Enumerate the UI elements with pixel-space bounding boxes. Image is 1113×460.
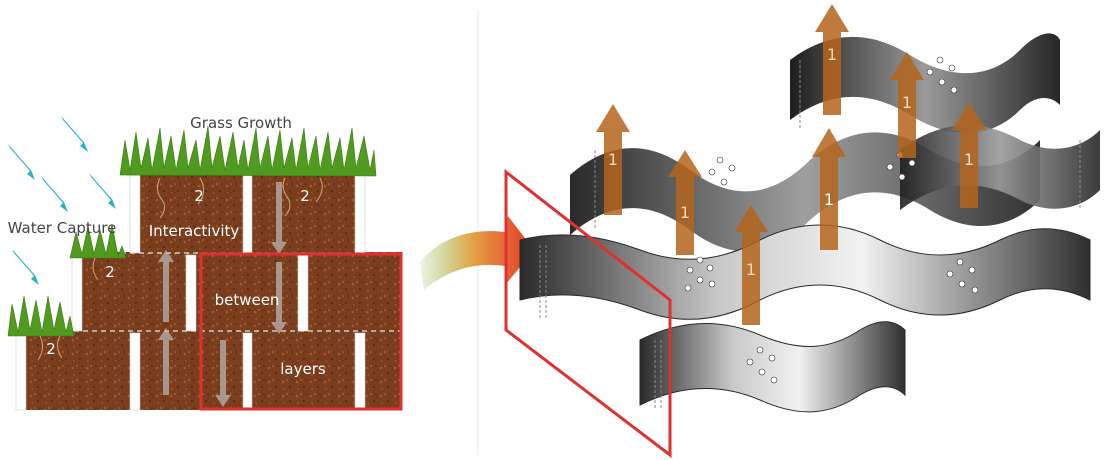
soil-layers-illustration: Grass Growth Water Capture Interactivity… <box>7 114 403 411</box>
arrow-number: 1 <box>964 150 974 169</box>
roots <box>37 177 323 361</box>
highlight-frame <box>199 252 403 411</box>
geocell-band <box>900 125 1100 210</box>
soil-block-mid <box>72 252 402 332</box>
interactivity-label: Interactivity <box>149 222 240 240</box>
water-capture-label: Water Capture <box>8 219 117 237</box>
soil-block-bottom <box>16 330 402 410</box>
cell-number: 2 <box>300 187 310 205</box>
water-arrow-icon <box>8 116 116 285</box>
grass-icon <box>7 125 377 337</box>
geocell-band <box>639 321 906 413</box>
cell-number: 2 <box>46 340 56 358</box>
highlight-plane <box>504 168 672 459</box>
layers-label: layers <box>280 360 326 378</box>
perforations <box>684 56 979 384</box>
transition-arrow-icon <box>420 216 534 290</box>
arrow-number: 1 <box>824 190 834 209</box>
arrow-number: 1 <box>746 260 756 279</box>
arrow-number: 1 <box>827 45 837 64</box>
geocell-3d-illustration: 1 1 1 1 1 1 1 <box>504 4 1100 459</box>
geocell-band <box>519 224 1091 320</box>
arrow-number: 1 <box>680 203 690 222</box>
strip-texture <box>539 60 1081 410</box>
cell-number: 2 <box>194 187 204 205</box>
between-label: between <box>215 291 280 309</box>
grass-growth-label: Grass Growth <box>190 114 292 132</box>
cell-number: 2 <box>105 263 115 281</box>
interaction-arrows <box>158 182 287 407</box>
arrow-number: 1 <box>608 150 618 169</box>
geocell-band <box>790 33 1060 134</box>
upward-arrow-icon <box>596 4 986 325</box>
arrow-number: 1 <box>902 93 912 112</box>
